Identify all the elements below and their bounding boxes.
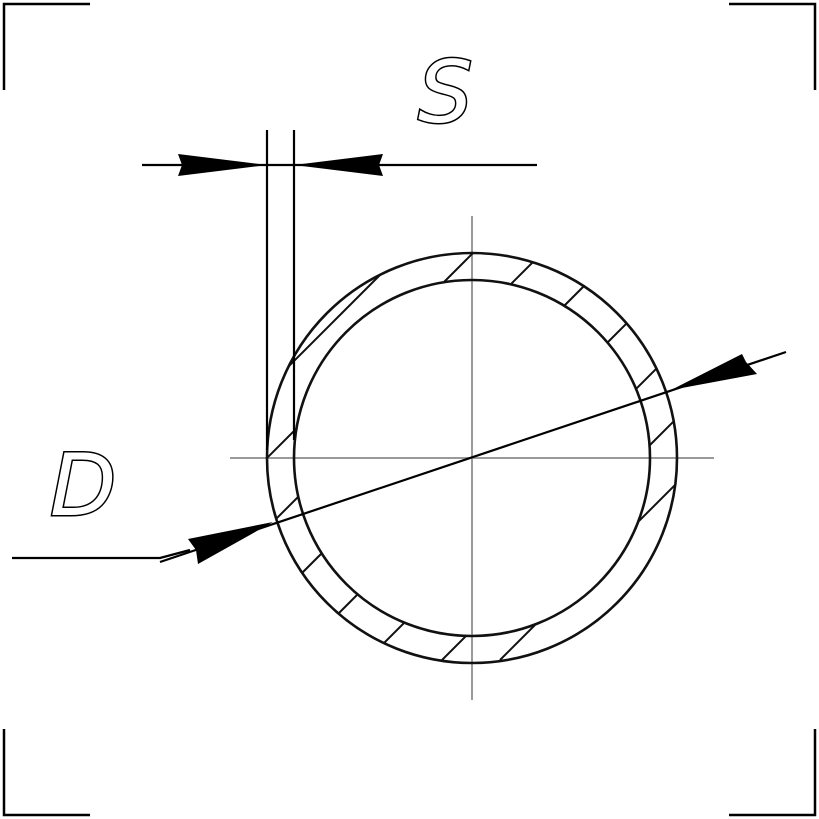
outer-diameter-dimension: D <box>12 350 787 564</box>
corner-mark-top-right <box>729 2 817 90</box>
leader-line-d <box>12 548 191 560</box>
inner-circle <box>292 278 652 638</box>
corner-mark-bottom-left <box>2 729 90 817</box>
arrowhead-d-upper <box>671 354 757 390</box>
dimension-label-s: S <box>418 43 473 143</box>
corner-mark-top-left <box>2 2 90 90</box>
corner-mark-bottom-right <box>729 729 817 817</box>
outer-circle <box>265 251 679 665</box>
wall-thickness-dimension: S <box>142 42 537 450</box>
dimension-label-d: D <box>50 436 116 536</box>
arrowhead-s-right <box>294 154 383 176</box>
arrowhead-s-left <box>178 154 267 176</box>
arrowhead-d-lower <box>188 522 273 564</box>
